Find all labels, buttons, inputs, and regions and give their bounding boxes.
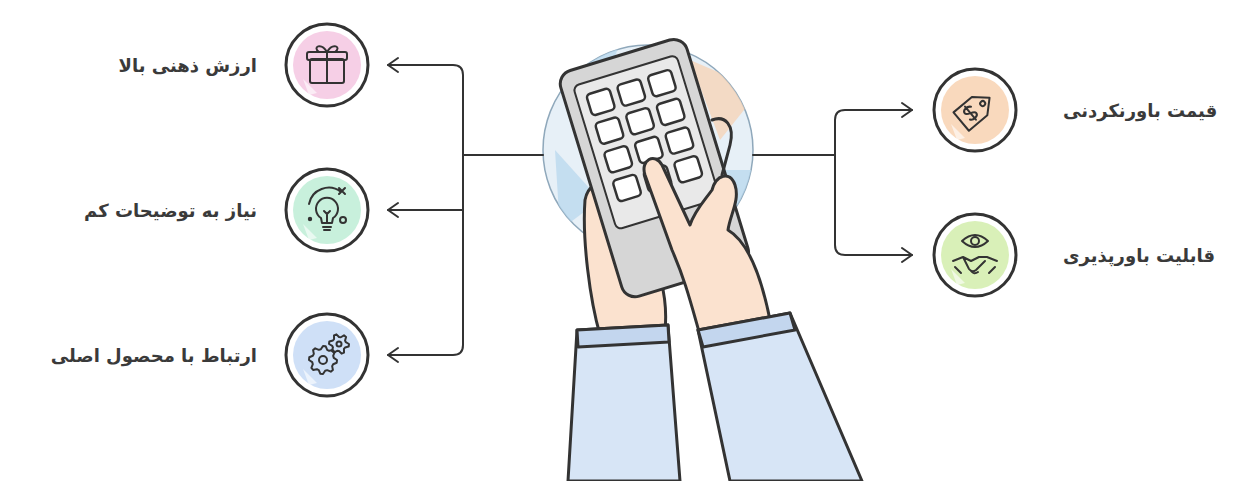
- icon-circle-node: ارتباط با محصول اصلی: [283, 311, 371, 399]
- node-outline: [283, 21, 371, 109]
- center-illustration: [543, 36, 862, 481]
- bulb-icon: [309, 188, 346, 230]
- node-label: ارزش ذهنی بالا: [119, 55, 257, 76]
- branch-lines: [388, 58, 912, 362]
- icon-circle-node: ارزش ذهنی بالا: [283, 21, 371, 109]
- icon-circle-node: قیمت باورنکردنی: [931, 66, 1019, 154]
- node-outline: [283, 311, 371, 399]
- node-label: قابلیت باورپذیری: [1063, 245, 1215, 266]
- hand-icon: [953, 235, 997, 273]
- icon-circle-node: قابلیت باورپذیری: [931, 211, 1019, 299]
- node-outline: [931, 66, 1019, 154]
- node-label: قیمت باورنکردنی: [1063, 100, 1217, 121]
- node-outline: [931, 211, 1019, 299]
- gift-icon: [307, 46, 347, 83]
- tag-icon: [953, 89, 997, 131]
- node-label: ارتباط با محصول اصلی: [51, 345, 257, 366]
- gear-icon: [309, 334, 349, 374]
- icon-circle-node: نیاز به توضیحات کم: [283, 166, 371, 254]
- node-outline: [283, 166, 371, 254]
- node-label: نیاز به توضیحات کم: [84, 200, 257, 221]
